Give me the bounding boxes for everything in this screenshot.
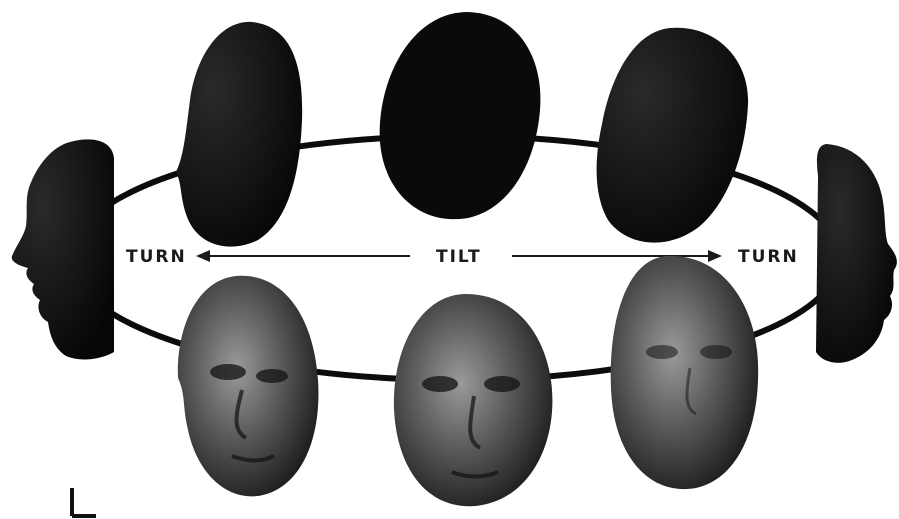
mask-left-profile (12, 139, 114, 359)
arrow-left-icon (196, 250, 210, 262)
mask-bottom-center (394, 294, 553, 506)
mask-right-profile (816, 144, 897, 363)
mask-top-left (176, 22, 302, 247)
turn-label-left: TURN (126, 247, 187, 267)
mask-top-right (597, 28, 748, 243)
turn-label-right: TURN (738, 247, 799, 267)
mask-bottom-right (611, 256, 758, 489)
mask-top-center (380, 12, 541, 219)
mask-bottom-left (178, 276, 319, 497)
arrow-right-icon (708, 250, 722, 262)
tilt-label: TILT (436, 247, 482, 267)
axis-mark (72, 488, 96, 516)
